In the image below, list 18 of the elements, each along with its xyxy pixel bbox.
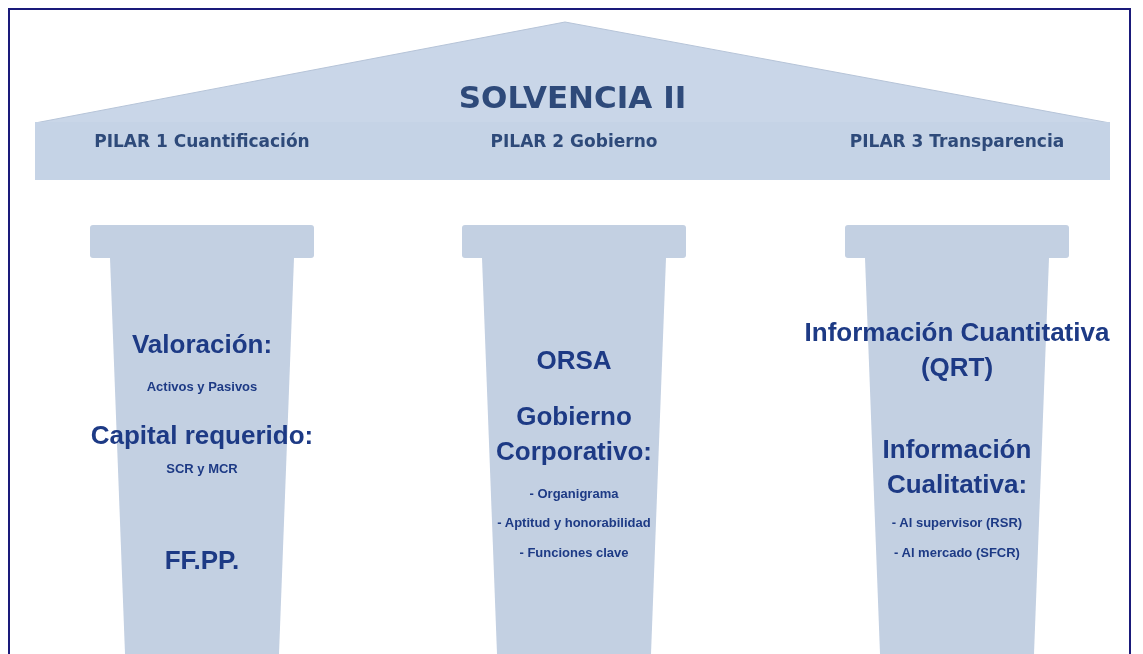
pillar-item-text: - Aptitud y honorabilidad <box>496 514 652 532</box>
pillar-item-text: - Organigrama <box>528 485 620 503</box>
pillar-item-heading: FF.PP. <box>163 544 241 577</box>
pillar-heading: PILAR 3 Transparencia <box>848 131 1066 152</box>
pillar-item-heading: Valoración: <box>130 328 274 361</box>
pillar-item-heading: Información Cualitativa: <box>881 433 1033 501</box>
pillar-item-text: - Al mercado (SFCR) <box>893 544 1021 562</box>
temple-title: SOLVENCIA II <box>457 78 688 116</box>
pillar-item-text: - Al supervisor (RSR) <box>890 514 1024 532</box>
pillar-item-heading: ORSA <box>535 344 613 377</box>
pillar-item-text: - Funciones clave <box>518 544 630 562</box>
pillar-item-heading: Gobierno Corporativo: <box>495 400 653 468</box>
pillar-item-text: SCR y MCR <box>165 460 239 478</box>
pillar-item-heading: Información Cuantitativa (QRT) <box>803 316 1111 384</box>
pillar-heading: PILAR 1 Cuantificación <box>93 131 311 152</box>
pillar-heading: PILAR 2 Gobierno <box>489 131 659 152</box>
pillar-item-text: Activos y Pasivos <box>145 378 259 396</box>
pillar-item-heading: Capital requerido: <box>89 419 315 452</box>
